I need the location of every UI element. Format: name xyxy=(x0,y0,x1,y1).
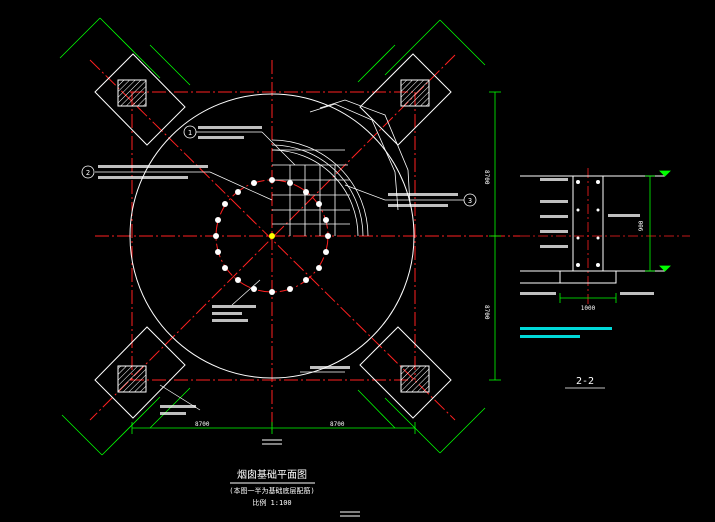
callout-2[interactable] xyxy=(81,165,95,179)
annotation-text-blocks xyxy=(98,126,458,415)
reinforcement-grid xyxy=(271,99,411,237)
section-label: 2-2 xyxy=(576,376,594,387)
callout-1-label: 1 xyxy=(188,129,192,137)
callout-1[interactable] xyxy=(183,125,197,139)
foundation-outline xyxy=(129,93,415,379)
dimension-lines xyxy=(59,17,501,456)
dim-bottom-left: 8700 xyxy=(195,421,210,428)
plan-subtitle: (本图一半为基础底层配筋) xyxy=(229,486,314,495)
leader-lines xyxy=(95,131,465,411)
section-dim-width: 1000 xyxy=(581,305,596,312)
plan-scale: 比例 1:100 xyxy=(252,498,291,507)
dim-right-upper: 8700 xyxy=(483,170,490,185)
callouts xyxy=(81,125,477,207)
plan-title: 烟囱基础平面图 xyxy=(237,468,307,481)
dim-right-lower: 8700 xyxy=(483,305,490,320)
callout-3[interactable] xyxy=(463,193,477,207)
foundation-arms xyxy=(94,53,452,419)
section-dim-height: 900 xyxy=(638,220,645,231)
callout-2-label: 2 xyxy=(86,169,90,177)
center-marker xyxy=(269,233,275,239)
dim-bottom-right: 8700 xyxy=(330,421,345,428)
callout-3-label: 3 xyxy=(468,197,472,205)
section-2-2: 1000 900 2-2 xyxy=(520,168,690,389)
axis-markers xyxy=(230,439,360,517)
pier-blocks xyxy=(117,79,430,393)
anchor-bolt-ring xyxy=(213,177,331,295)
